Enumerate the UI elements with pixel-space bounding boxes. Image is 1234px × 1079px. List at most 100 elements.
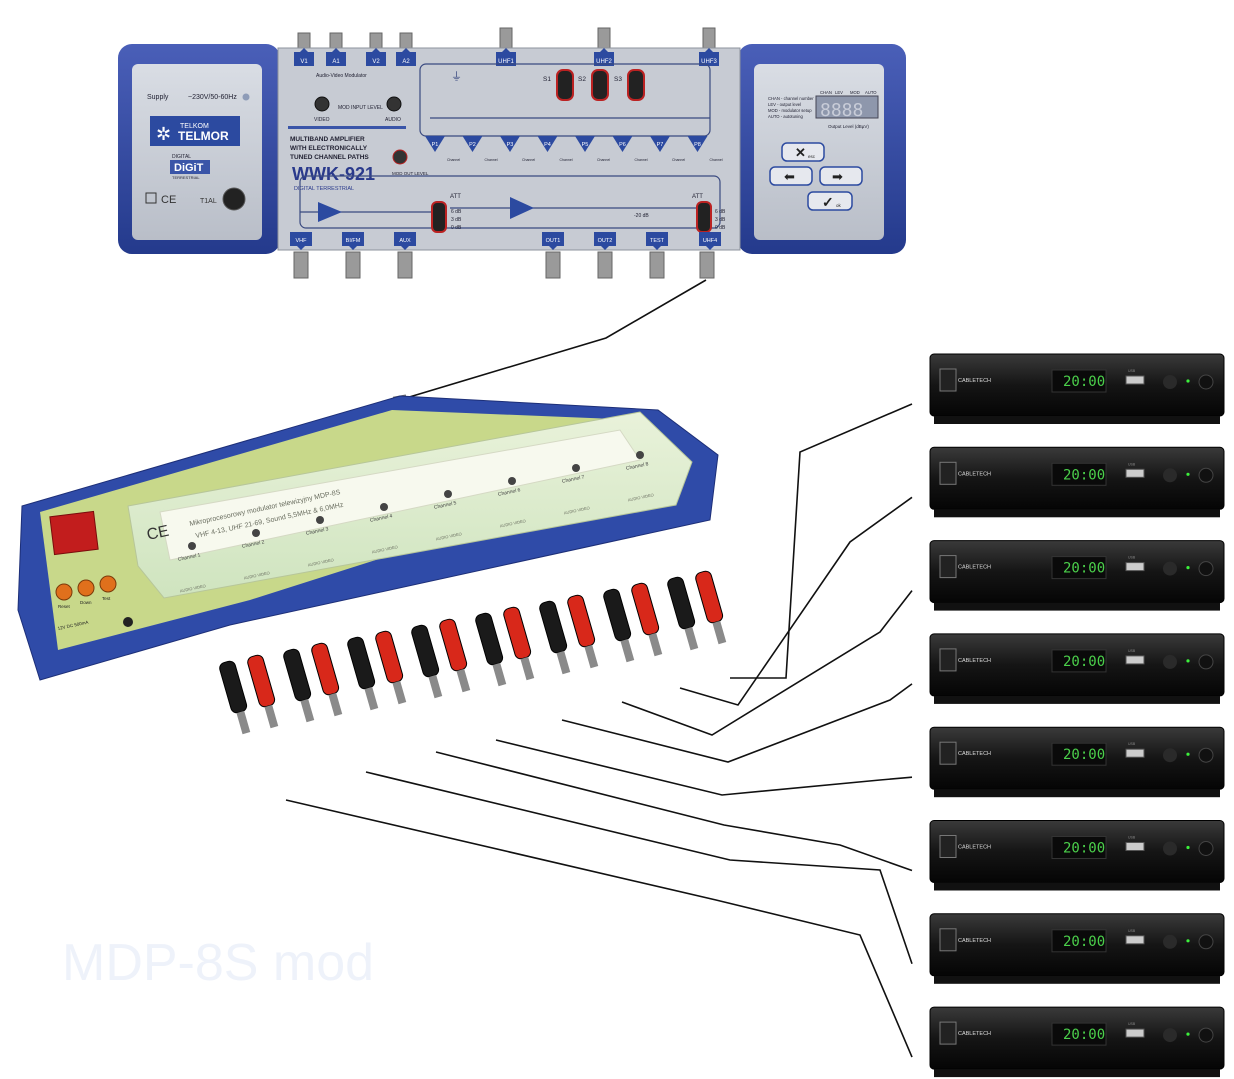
usb-port-icon <box>1125 935 1145 945</box>
port-arrow-icon <box>349 246 357 250</box>
audio-video-label: AUDIO VIDEO <box>627 492 654 502</box>
mod-input-level: MOD INPUT LEVEL <box>338 105 383 111</box>
bottom-port-label: UHF4 <box>703 238 717 244</box>
power-button-icon[interactable] <box>1198 934 1214 950</box>
rca-plug <box>695 570 724 624</box>
receiver-sensor <box>1163 468 1177 483</box>
modulator-label: Audio-Video Modulator <box>316 73 367 79</box>
minus-button[interactable] <box>769 166 813 186</box>
rca-to-receiver-cables <box>285 403 913 1058</box>
receiver-logo-icon <box>939 648 957 672</box>
power-button-icon[interactable] <box>1198 1027 1214 1043</box>
top-port-a1 <box>326 52 346 66</box>
receiver-brand: CABLETECH <box>958 658 991 664</box>
usb-label: USB <box>1128 462 1136 466</box>
cable <box>679 496 913 706</box>
receiver-sensor <box>1163 654 1177 669</box>
class2-icon <box>145 192 157 204</box>
power-button-icon[interactable] <box>1198 374 1214 390</box>
receiver-sensor <box>1163 1028 1177 1043</box>
title-line-3: TUNED CHANNEL PATHS <box>290 154 369 161</box>
power-button-icon[interactable] <box>1198 467 1214 483</box>
channel-led <box>380 503 388 511</box>
usb-port-icon <box>1125 1028 1145 1038</box>
filter-p3 <box>500 136 520 152</box>
audio-video-label: AUDIO VIDEO <box>435 531 462 541</box>
esc-button[interactable] <box>781 142 825 162</box>
filter-sub: Channel <box>447 158 460 162</box>
att-right-label: ATT <box>692 194 703 200</box>
port-arrow-icon <box>300 48 308 52</box>
receiver-led <box>1186 472 1190 476</box>
fuse-holder[interactable] <box>222 187 246 211</box>
att-level: 0 dB <box>451 225 462 231</box>
power-led <box>242 93 250 101</box>
filter-label: P5 <box>582 142 589 148</box>
modulator-button-down[interactable] <box>77 579 95 597</box>
modulator-button-reset[interactable] <box>55 583 73 601</box>
cable <box>730 403 913 679</box>
port-arrow-icon <box>401 246 409 250</box>
switch-s3[interactable] <box>627 69 645 101</box>
filter-p1 <box>425 136 445 152</box>
modulator-button-label: Reset <box>58 604 71 609</box>
filter-label: P7 <box>657 142 664 148</box>
esc-label: esc <box>808 154 816 159</box>
att-level: 0 dB <box>715 225 726 231</box>
rca-plug-tail <box>584 644 599 669</box>
power-button-icon[interactable] <box>1198 747 1214 763</box>
power-button-icon[interactable] <box>1198 561 1214 577</box>
power-button-icon[interactable] <box>1198 654 1214 670</box>
receiver-display <box>1051 742 1107 766</box>
receiver-display <box>1051 556 1107 580</box>
digit-sub: TERRESTRIAL <box>172 175 200 180</box>
cable <box>365 771 913 965</box>
bottom-port-label: OUT1 <box>546 238 561 244</box>
rca-plug <box>411 624 440 678</box>
arrow-left-icon: ⬅ <box>784 169 795 184</box>
legend-item: LEV - output level <box>768 102 801 107</box>
att-right-switch[interactable] <box>696 201 712 233</box>
rca-plug <box>283 648 312 702</box>
receiver-display <box>1051 1022 1107 1046</box>
switch-s2[interactable] <box>591 69 609 101</box>
att-left-label: ATT <box>450 194 461 200</box>
modulator-button-test[interactable] <box>99 575 117 593</box>
receiver-brand: CABLETECH <box>958 845 991 851</box>
modulator-power-socket[interactable] <box>123 617 133 627</box>
check-icon: ✓ <box>822 194 834 210</box>
mod-out-knob[interactable] <box>392 149 408 165</box>
minus20-label: -20 dB <box>634 213 649 219</box>
receiver-led <box>1186 1032 1190 1036</box>
receiver-logo-icon <box>939 555 957 579</box>
receiver-time: 20:00 <box>1063 561 1105 577</box>
receiver-sensor <box>1163 934 1177 949</box>
video-knob[interactable] <box>314 96 330 112</box>
close-icon: ✕ <box>795 145 806 160</box>
receiver-logo-icon <box>939 835 957 858</box>
receiver-display <box>1051 649 1107 673</box>
receiver-brand: CABLETECH <box>958 1031 991 1037</box>
power-button-icon[interactable] <box>1198 841 1214 856</box>
att-left-levels: 6 dB3 dB0 dB <box>451 209 462 231</box>
receiver-led <box>1186 566 1190 570</box>
digit-logo: DiGiT <box>174 162 204 174</box>
switch-s1[interactable] <box>556 69 574 101</box>
multiband-amplifier: Supply ~230V/50-60Hz TELKOM TELMOR ✲ DIG… <box>118 27 906 279</box>
usb-label: USB <box>1128 1022 1136 1026</box>
att-left-switch[interactable] <box>431 201 447 233</box>
ok-button[interactable] <box>807 191 853 211</box>
top-port-label: A2 <box>402 59 410 65</box>
rca-plug <box>375 630 404 684</box>
filter-p8 <box>687 136 708 152</box>
supply-spec: ~230V/50-60Hz <box>188 94 237 101</box>
audio-knob[interactable] <box>386 96 402 112</box>
plus-button[interactable] <box>819 166 863 186</box>
